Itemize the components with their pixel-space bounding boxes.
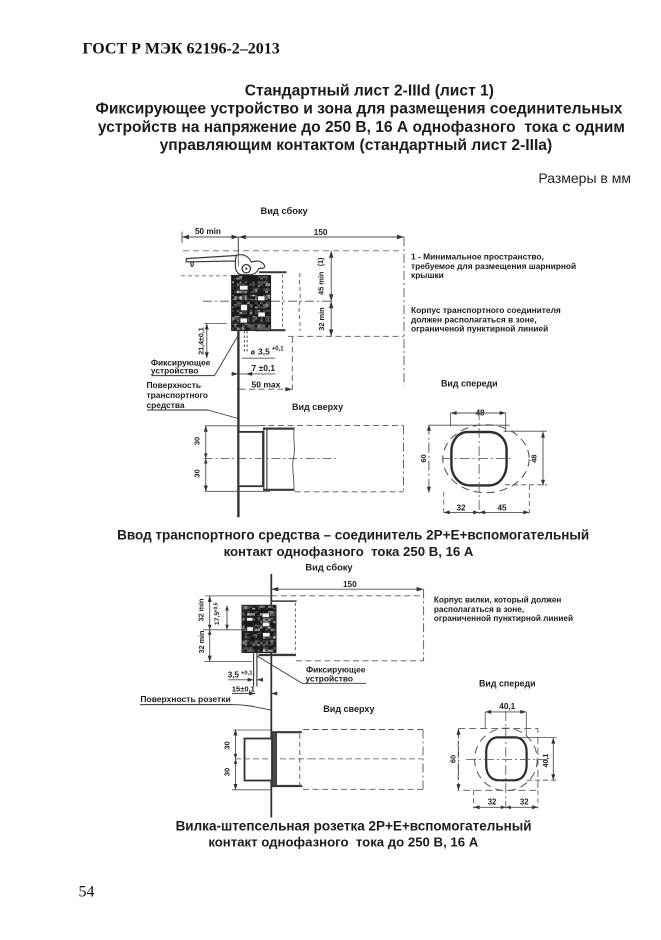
svg-text:21,4±0,1: 21,4±0,1 — [198, 327, 205, 354]
svg-text:15±0,1: 15±0,1 — [232, 684, 255, 693]
svg-text:32 min: 32 min — [196, 599, 205, 622]
svg-text:устройство: устройство — [306, 674, 354, 684]
svg-text:Вид сбоку: Вид сбоку — [261, 206, 309, 216]
svg-text:45: 45 — [498, 503, 508, 512]
svg-text:45 min: 45 min — [317, 271, 326, 295]
svg-text:Вид сверху: Вид сверху — [323, 704, 374, 714]
svg-text:32: 32 — [520, 798, 529, 807]
svg-text:50 min: 50 min — [195, 227, 221, 236]
svg-text:7 ±0,1: 7 ±0,1 — [252, 363, 276, 373]
svg-text:54: 54 — [79, 883, 95, 900]
svg-text:1 - Минимальное пространство,: 1 - Минимальное пространство, — [411, 252, 544, 262]
svg-text:30: 30 — [192, 437, 201, 445]
svg-text:ограниченой пунктирной линией: ограниченой пунктирной линией — [411, 324, 548, 334]
svg-text:+0,1: +0,1 — [241, 671, 253, 677]
svg-text:контакт однофазного тока 250: контакт однофазного тока 250 В, 16 А — [224, 544, 474, 559]
svg-text:устройств на напряжение до 250: устройств на напряжение до 250 В, 16 А о… — [98, 119, 625, 136]
svg-text:48: 48 — [530, 455, 539, 463]
svg-text:управляющим контактом (стандар: управляющим контактом (стандартный лист … — [160, 137, 553, 154]
svg-text:устройство: устройство — [151, 366, 199, 376]
svg-text:Вилка-штепсельная розетка 2Р+Е: Вилка-штепсельная розетка 2Р+Е+вспомогат… — [176, 819, 532, 834]
svg-text:150: 150 — [343, 580, 357, 589]
svg-text:ограниченной пунктирной линией: ограниченной пунктирной линией — [434, 614, 573, 623]
svg-text:+0,5: +0,5 — [214, 602, 220, 612]
svg-text:32: 32 — [457, 503, 467, 512]
svg-text:30: 30 — [223, 741, 232, 749]
svg-text:40,1: 40,1 — [543, 754, 550, 768]
svg-text:150: 150 — [314, 228, 328, 237]
svg-text:Фиксирующее: Фиксирующее — [151, 357, 211, 367]
svg-text:Поверхность: Поверхность — [147, 380, 201, 390]
svg-text:+0,1: +0,1 — [272, 347, 285, 353]
svg-text:Стандартный лист 2-IIId (лист: Стандартный лист 2-IIId (лист 1) — [245, 83, 494, 100]
svg-text:Ввод транспортного средства –: Ввод транспортного средства – соединител… — [117, 527, 589, 542]
svg-text:3,5: 3,5 — [258, 347, 270, 357]
svg-text:ø: ø — [251, 349, 256, 356]
svg-text:17,5: 17,5 — [214, 612, 221, 625]
svg-text:Поверхность розетки: Поверхность розетки — [140, 694, 230, 704]
svg-text:Вид спереди: Вид спереди — [479, 679, 536, 689]
svg-text:должен располагаться в зоне,: должен располагаться в зоне, — [411, 314, 537, 324]
svg-text:32: 32 — [488, 798, 497, 807]
svg-text:Фиксирующее: Фиксирующее — [306, 665, 366, 675]
svg-text:располагаться в зоне,: располагаться в зоне, — [434, 605, 524, 614]
svg-text:60: 60 — [419, 454, 428, 462]
svg-text:60: 60 — [448, 755, 457, 763]
svg-text:32 min: 32 min — [317, 307, 326, 331]
svg-text:3,5: 3,5 — [228, 671, 240, 680]
svg-text:ГОСТ Р МЭК 62196-2–2013: ГОСТ Р МЭК 62196-2–2013 — [83, 41, 280, 58]
svg-text:40,1: 40,1 — [499, 702, 515, 711]
svg-text:требуемое для размещения шарни: требуемое для размещения шарнирной — [411, 261, 576, 271]
svg-text:Фиксирующее устройство и зона: Фиксирующее устройство и зона для размещ… — [96, 100, 623, 117]
svg-text:32 min: 32 min — [197, 631, 206, 654]
svg-text:(1): (1) — [316, 257, 325, 266]
svg-text:Вид сбоку: Вид сбоку — [305, 562, 353, 572]
svg-text:средства: средства — [147, 400, 185, 410]
svg-text:Корпус транспортного соедините: Корпус транспортного соединителя — [411, 305, 561, 315]
svg-text:контакт однофазного тока до 2: контакт однофазного тока до 250 В, 16 А — [208, 835, 478, 850]
svg-text:крышки: крышки — [411, 270, 444, 280]
svg-text:Вид сверху: Вид сверху — [292, 402, 343, 412]
svg-text:Корпус вилки, который должен: Корпус вилки, который должен — [434, 596, 562, 605]
svg-text:транспортного: транспортного — [147, 390, 209, 400]
svg-text:Вид спереди: Вид спереди — [441, 379, 498, 389]
svg-text:Размеры в мм: Размеры в мм — [538, 170, 631, 186]
svg-text:30: 30 — [192, 469, 201, 477]
svg-text:50 max: 50 max — [252, 379, 281, 389]
svg-text:30: 30 — [223, 768, 232, 776]
